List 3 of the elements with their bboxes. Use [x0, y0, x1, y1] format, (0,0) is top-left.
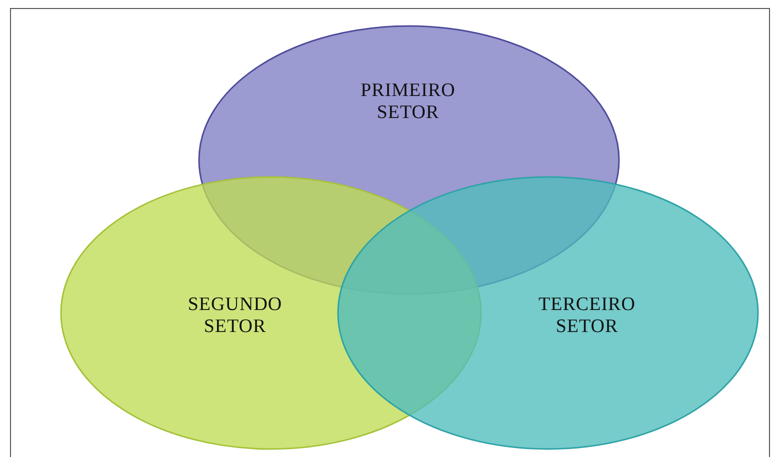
sector-label: TERCEIRO SETOR — [538, 294, 636, 338]
sector-label: SEGUNDO SETOR — [186, 294, 284, 338]
sector-label: PRIMEIRO SETOR — [360, 80, 456, 124]
